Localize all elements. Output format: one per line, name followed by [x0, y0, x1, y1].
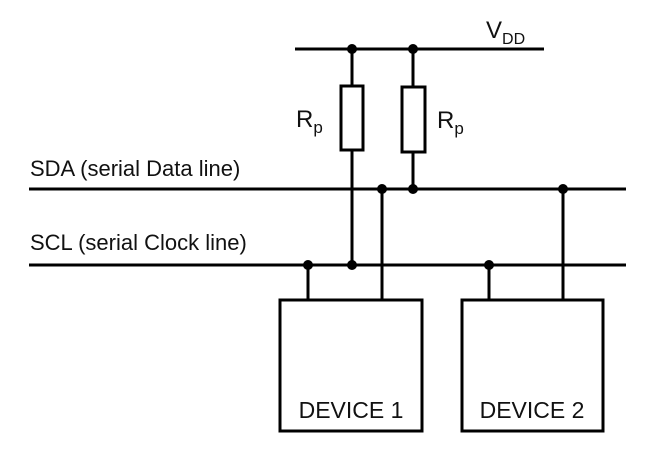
junction-dot — [303, 260, 313, 270]
pullup-resistor-sda: Rp — [400, 49, 464, 189]
device-1-box — [278, 298, 424, 433]
device-1-label: DEVICE 1 — [299, 397, 404, 423]
resistor-body — [400, 85, 427, 154]
junction-dot — [558, 184, 568, 194]
sda-label: SDA (serial Data line) — [30, 156, 240, 181]
device-2: DEVICE 2 — [460, 189, 605, 433]
junction-dot — [484, 260, 494, 270]
resistor-label: Rp — [296, 106, 323, 137]
device-2-label: DEVICE 2 — [480, 397, 585, 423]
junction-dot — [347, 260, 357, 270]
junction-dot — [347, 44, 357, 54]
junction-dot — [408, 44, 418, 54]
resistor-label: Rp — [437, 107, 464, 138]
device-2-box — [460, 298, 605, 433]
scl-label: SCL (serial Clock line) — [30, 230, 247, 255]
vdd-label: VDD — [486, 17, 525, 48]
device-1: DEVICE 1 — [278, 189, 424, 433]
junction-dot — [408, 184, 418, 194]
junction-dot — [377, 184, 387, 194]
pullup-resistor-scl: Rp — [296, 49, 365, 265]
resistor-body — [339, 84, 365, 152]
